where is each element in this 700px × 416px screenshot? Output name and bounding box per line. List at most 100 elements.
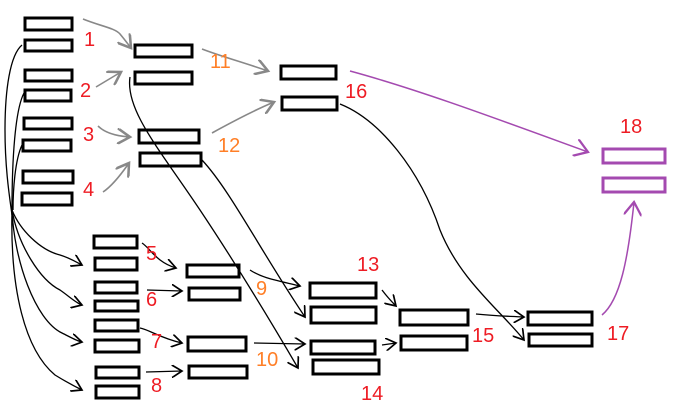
label-1: 1 <box>84 29 95 51</box>
arrow-14 <box>381 343 396 345</box>
node-box <box>527 332 594 348</box>
label-17: 17 <box>607 323 629 345</box>
node-box <box>601 147 667 165</box>
node-box <box>309 339 377 356</box>
arrow-8-in <box>11 209 82 390</box>
label-11: 11 <box>210 51 231 73</box>
node-box <box>138 151 203 168</box>
node-box <box>23 68 74 83</box>
label-16: 16 <box>345 81 367 103</box>
pair-1 <box>23 16 74 53</box>
label-15: 15 <box>472 325 494 347</box>
fan-line-c <box>12 144 23 211</box>
arrow-10 <box>253 343 305 344</box>
arrow-16-to-18 <box>349 70 588 152</box>
node-box <box>93 338 141 354</box>
arrow-12 <box>211 102 274 134</box>
arrow-1 <box>82 18 131 48</box>
arrow-8 <box>145 371 182 372</box>
label-7: 7 <box>151 331 162 353</box>
node-box <box>399 334 469 352</box>
arrow-7-in <box>11 209 82 342</box>
pair-7 <box>93 318 141 354</box>
fan-line-a <box>4 44 23 216</box>
pair-10 <box>186 335 249 380</box>
node-box <box>94 384 141 400</box>
pair-5 <box>92 234 139 272</box>
label-9: 9 <box>256 278 267 300</box>
pair-14 <box>309 339 381 376</box>
label-10: 10 <box>256 349 278 371</box>
arrow-2 <box>95 72 121 88</box>
node-box <box>93 318 140 333</box>
node-box <box>23 16 74 32</box>
arrow-9 <box>249 269 300 286</box>
arrow-6 <box>146 290 182 291</box>
node-box <box>279 64 338 81</box>
arrow-4 <box>102 163 129 193</box>
label-4: 4 <box>83 179 94 201</box>
node-box <box>186 335 248 353</box>
label-14: 14 <box>361 383 383 405</box>
node-box <box>20 191 74 207</box>
node-box <box>22 116 74 131</box>
node-box <box>23 88 73 103</box>
pair-18 <box>601 147 667 194</box>
arrow-5-in <box>11 209 82 265</box>
node-box <box>526 310 594 327</box>
node-box <box>309 305 378 325</box>
label-2: 2 <box>80 80 91 102</box>
arrow-7 <box>139 327 182 343</box>
node-box <box>93 256 139 272</box>
pair-17 <box>526 310 594 348</box>
pair-2 <box>23 68 74 103</box>
arrow-6-in <box>11 209 82 305</box>
node-box <box>601 176 667 194</box>
arrow-13 <box>381 289 396 306</box>
box-layer <box>20 16 667 400</box>
node-box <box>185 263 241 279</box>
node-box <box>187 286 242 302</box>
node-box <box>187 364 249 380</box>
pair-3 <box>21 116 74 153</box>
pair-6 <box>93 280 140 313</box>
node-box <box>21 169 75 185</box>
node-box <box>93 299 140 313</box>
node-box <box>137 128 201 145</box>
node-box <box>92 234 139 250</box>
pair-12 <box>137 128 203 168</box>
arrow-11b-to-14 <box>128 76 298 368</box>
pair-11 <box>133 43 194 86</box>
pair-13 <box>308 281 378 325</box>
node-box <box>311 358 381 376</box>
node-box <box>308 281 378 300</box>
pair-9 <box>185 263 242 302</box>
node-box <box>94 365 141 380</box>
node-box <box>133 70 194 86</box>
node-box <box>21 138 73 153</box>
node-box <box>280 95 339 112</box>
pair-15 <box>398 308 470 352</box>
arrow-17-to-18 <box>601 202 634 316</box>
node-box <box>23 38 74 53</box>
label-6: 6 <box>146 289 157 311</box>
pair-4 <box>20 169 75 207</box>
node-box <box>133 43 194 59</box>
label-8: 8 <box>151 375 162 397</box>
label-5: 5 <box>146 243 157 265</box>
label-13: 13 <box>357 254 379 276</box>
arrow-11 <box>201 48 268 71</box>
node-box <box>398 308 470 327</box>
pair-8 <box>94 365 141 400</box>
label-3: 3 <box>83 124 94 146</box>
arrow-12b-to-13 <box>201 159 305 317</box>
node-box <box>93 280 139 295</box>
arrow-5 <box>141 242 176 268</box>
fan-line-b <box>11 92 25 211</box>
arrow-3 <box>97 125 130 137</box>
pair-16 <box>279 64 339 112</box>
label-12: 12 <box>218 135 240 157</box>
arrow-15 <box>475 314 524 317</box>
